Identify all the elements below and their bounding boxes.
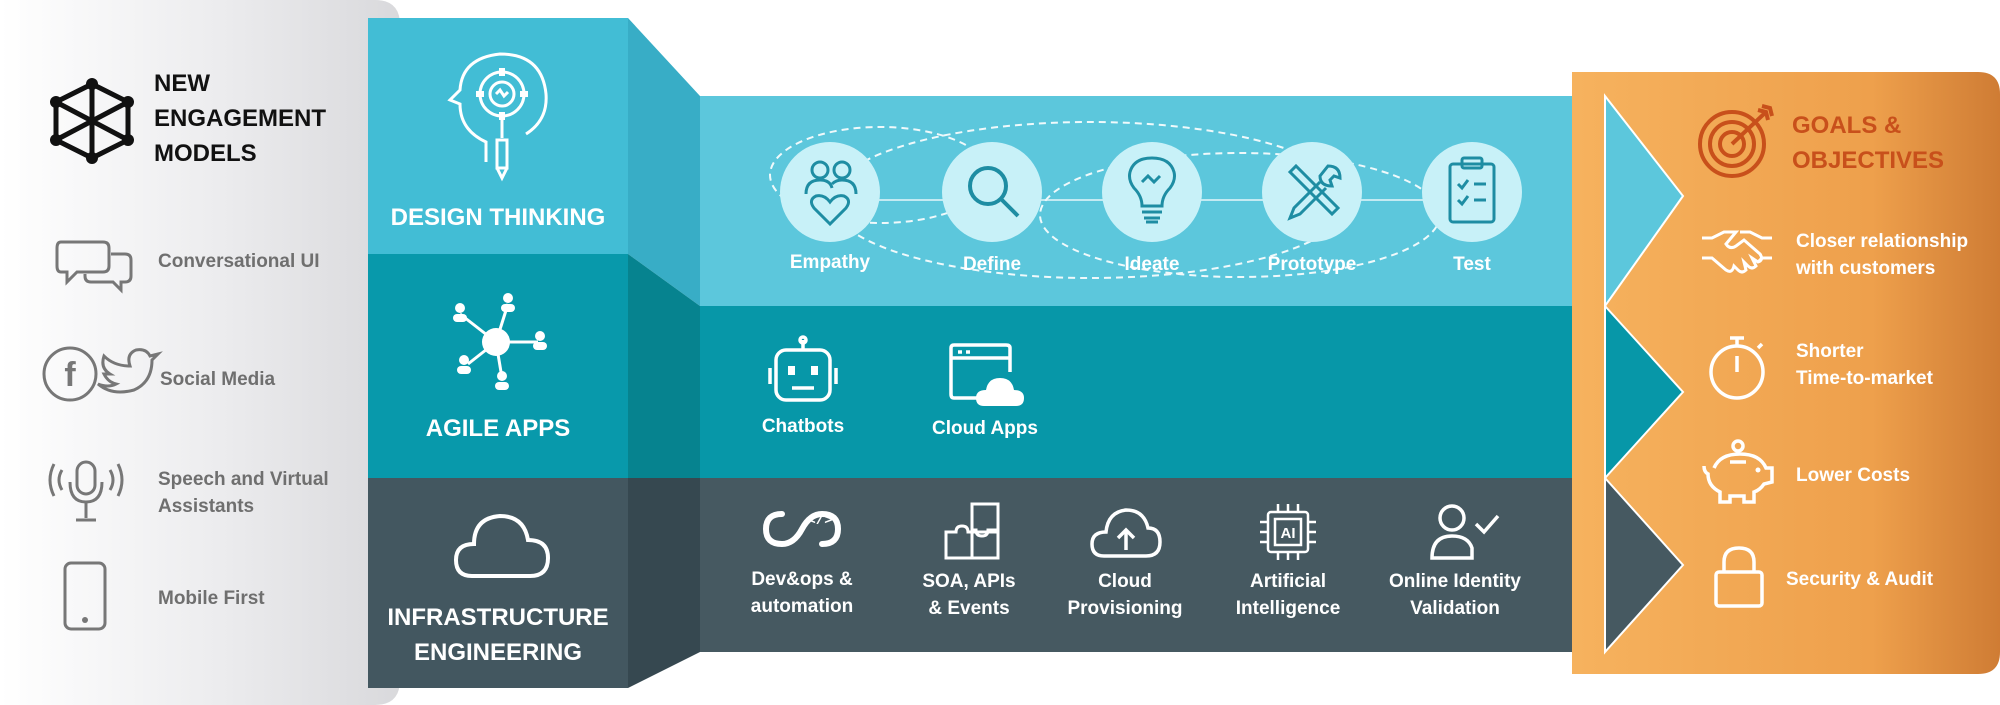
design-step-label: Prototype (1267, 254, 1357, 275)
infra-item-label-line: Dev&ops & (751, 569, 853, 590)
goals-panel (1572, 72, 2000, 674)
infrastructure-title-line: ENGINEERING (413, 639, 583, 666)
goal-label-line: Time-to-market (1796, 368, 1933, 389)
agile-apps-block (368, 254, 628, 478)
goal-label-line: Closer relationship (1796, 231, 1969, 252)
infra-item-label-line: Online Identity (1389, 571, 1521, 592)
agile-band (700, 306, 1580, 478)
agile-fold (628, 254, 700, 478)
infra-item-label-line: Artificial (1249, 571, 1327, 592)
infra-item-label-line: automation (750, 596, 854, 617)
engagement-item-label: Speech and Virtual Assistants (158, 469, 329, 517)
network-people-icon (453, 293, 547, 390)
design-thinking-block (368, 18, 628, 254)
goal-label: Lower Costs (1796, 462, 1910, 489)
lightbulb-icon (1128, 156, 1176, 224)
infra-fold (628, 478, 700, 688)
infra-item-label: Cloud Provisioning (1055, 568, 1195, 622)
design-step-define (942, 142, 1042, 242)
engagement-title: NEW ENGAGEMENT MODELS (154, 66, 326, 171)
ai-chip-icon: AI (1260, 504, 1316, 560)
browser-cloud-icon (949, 343, 1024, 406)
infra-item-label-line: Intelligence (1235, 598, 1341, 619)
goal-label: Shorter Time-to-market (1796, 338, 1933, 392)
target-icon (1698, 104, 1774, 178)
agile-item-label: Cloud Apps (932, 418, 1038, 439)
infra-item-label-line: Provisioning (1067, 598, 1183, 619)
svg-text:</>: </> (807, 513, 832, 529)
infra-item-label-line: Validation (1410, 598, 1500, 619)
piggy-bank-icon (1702, 439, 1774, 504)
engagement-item-label: Social Media (160, 369, 276, 390)
design-arrow (1604, 93, 1685, 310)
devops-infinity-icon: </> (762, 510, 842, 548)
infra-item-label-line: Cloud (1098, 571, 1152, 592)
engagement-title-line: MODELS (154, 140, 257, 167)
agile-apps-title: AGILE APPS (425, 415, 571, 442)
infra-item-label: SOA, APIs & Events (899, 568, 1039, 622)
engagement-item-label: Conversational UI (158, 251, 320, 272)
agile-item-label: Chatbots (761, 416, 845, 437)
infrastructure-title: INFRASTRUCTURE ENGINEERING (368, 600, 628, 670)
smartphone-icon (63, 561, 107, 631)
tools-icon (1287, 163, 1342, 221)
design-fold (628, 18, 700, 306)
infrastructure-title-line: INFRASTRUCTURE (387, 604, 609, 631)
padlock-icon (1714, 546, 1764, 608)
engagement-item-label: Mobile First (158, 588, 265, 609)
infra-arrow (1604, 475, 1685, 655)
clipboard-check-icon (1448, 156, 1496, 224)
stopwatch-icon (1709, 336, 1765, 400)
facebook-twitter-icon: f (42, 346, 163, 402)
cloud-upload-icon (1090, 508, 1162, 558)
network-icon (50, 78, 134, 164)
infra-item-label: Online Identity Validation (1375, 568, 1535, 622)
goals-title-line: GOALS & (1792, 112, 1902, 139)
engagement-title-line: NEW (154, 70, 210, 97)
agile-arrow (1604, 303, 1685, 481)
robot-icon (768, 335, 838, 402)
svg-text:AI: AI (1281, 525, 1296, 542)
puzzle-icon (944, 502, 1000, 560)
goal-label: Closer relationship with customers (1796, 228, 1968, 282)
infra-item-label: Dev&ops & automation (732, 566, 872, 620)
infra-item-label-line: & Events (928, 598, 1010, 619)
user-check-icon (1430, 504, 1500, 560)
goal-label-line: with customers (1796, 258, 1936, 279)
left-panel (0, 0, 400, 705)
people-heart-icon (804, 160, 858, 227)
svg-text:f: f (64, 356, 76, 394)
design-step-label: Define (962, 254, 1022, 275)
engagement-title-line: ENGAGEMENT (154, 105, 327, 132)
infra-item-label-line: SOA, APIs (922, 571, 1016, 592)
infra-band (700, 478, 1580, 652)
infra-item-label: Artificial Intelligence (1218, 568, 1358, 622)
goals-title: GOALS & OBJECTIVES (1792, 108, 1944, 178)
microphone-icon (48, 460, 124, 522)
infrastructure-block (368, 478, 628, 688)
cloud-icon (453, 513, 551, 578)
goal-label-line: Lower Costs (1796, 465, 1911, 486)
handshake-icon (1702, 230, 1772, 274)
goals-title-line: OBJECTIVES (1792, 147, 1945, 174)
design-step-label: Test (1453, 254, 1491, 275)
goal-label-line: Shorter (1796, 341, 1864, 362)
goal-label-line: Security & Audit (1786, 569, 1934, 590)
design-step-label: Ideate (1124, 254, 1180, 275)
design-step-label: Empathy (789, 252, 871, 273)
head-gear-icon (447, 52, 548, 182)
magnifier-icon (968, 166, 1020, 218)
chat-bubbles-icon (55, 240, 133, 294)
goal-label: Security & Audit (1786, 566, 1933, 593)
design-thinking-title: DESIGN THINKING (390, 204, 606, 231)
